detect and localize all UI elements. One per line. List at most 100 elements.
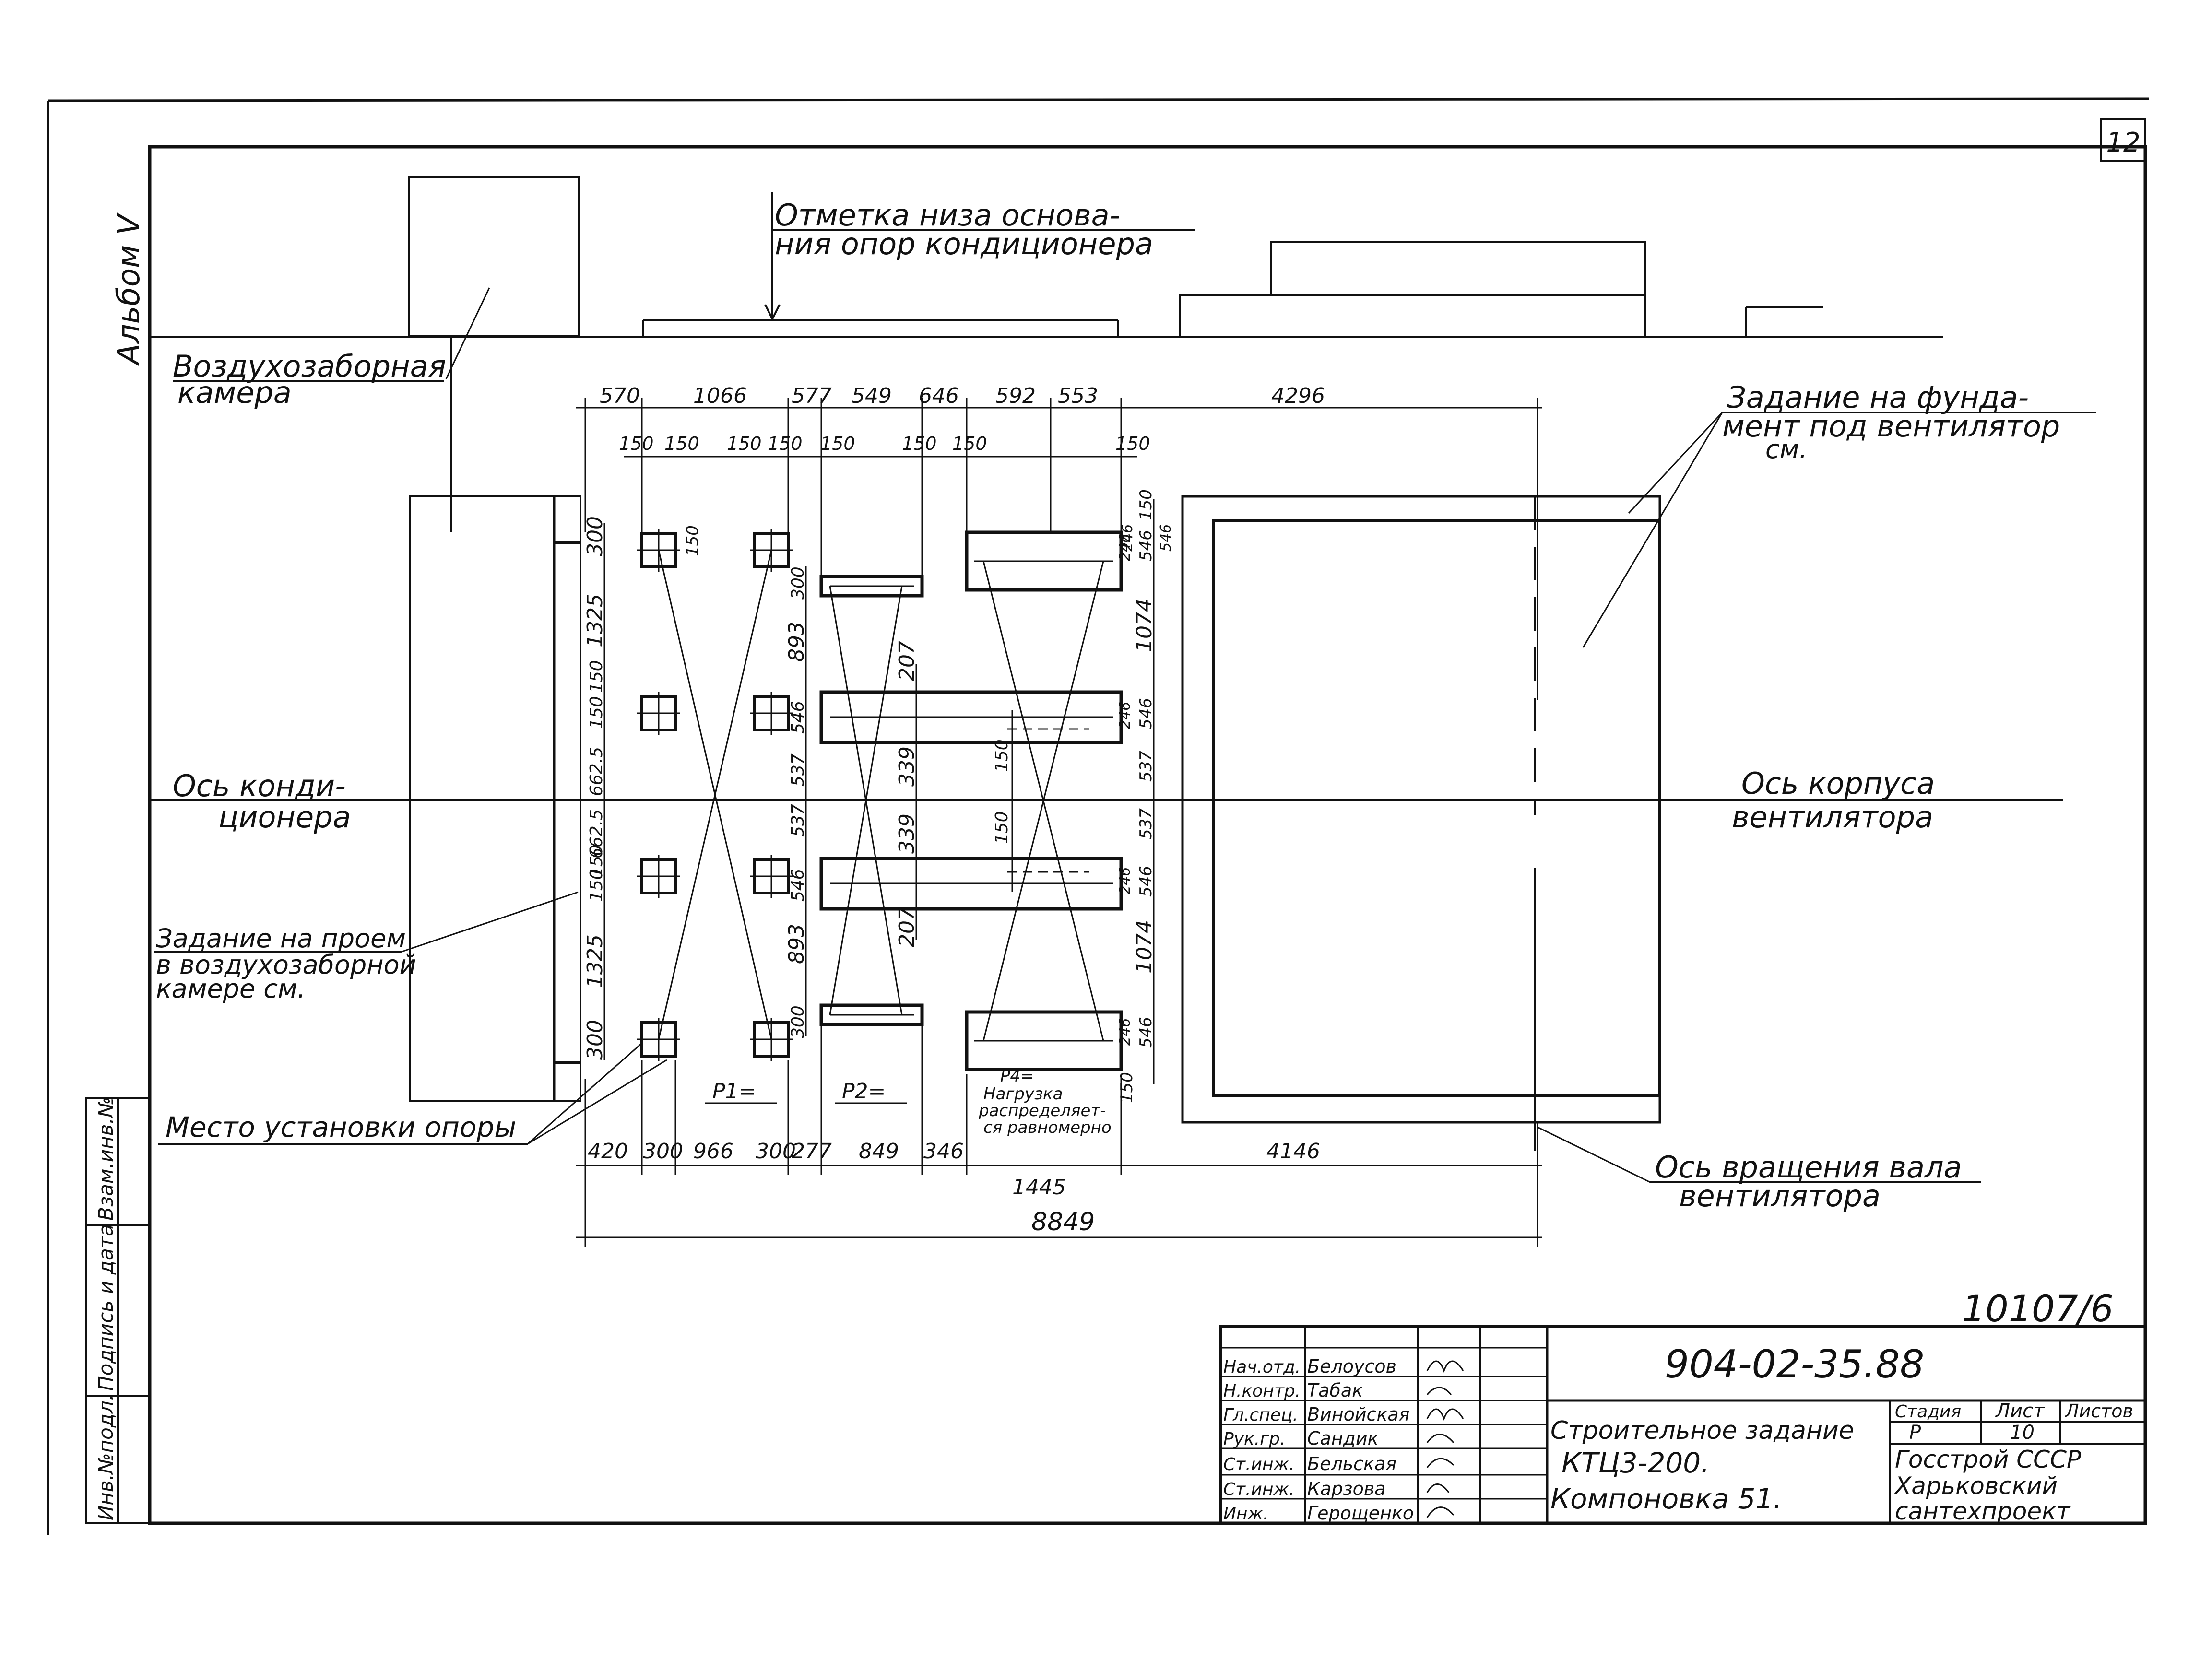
dim-beam-150: 150: [992, 811, 1012, 844]
page-number: 12: [2106, 127, 2140, 158]
tb-role: Ст.инж.: [1223, 1455, 1294, 1474]
tb-role: Ст.инж.: [1223, 1480, 1294, 1499]
dim-sub-150: 150: [768, 433, 803, 454]
dim-top-646: 646: [919, 384, 959, 408]
dim-sub-150: 150: [1115, 433, 1150, 454]
dim-left-150: 150: [587, 696, 606, 729]
label-trench: камере см.: [156, 974, 306, 1004]
callouts: Отметка низа основа- ния опор кондиционе…: [154, 192, 2096, 1213]
tb-role: Нач.отд.: [1223, 1357, 1301, 1377]
dim-overall-8849: 8849: [1031, 1208, 1095, 1236]
dim-bottom-300: 300: [756, 1139, 796, 1164]
sheet-no-value: 10: [2010, 1422, 2035, 1444]
dim-mid-537: 537: [788, 753, 808, 787]
doc-code: 904-02-35.88: [1665, 1342, 1924, 1387]
dim-right-1074: 1074: [1132, 599, 1157, 652]
dim-bottom-4146: 4146: [1266, 1139, 1320, 1164]
dim-mid-537: 537: [788, 804, 808, 837]
dim-sub-150: 150: [902, 433, 937, 454]
label-fan-body-axis: Ось корпуса: [1741, 766, 1935, 801]
tb-role: Гл.спец.: [1223, 1405, 1298, 1425]
support-pad: [750, 855, 793, 898]
tb-name: Герощенко: [1307, 1503, 1414, 1524]
doc-title-line: Компоновка 51.: [1550, 1483, 1782, 1515]
dim-mid-893: 893: [784, 924, 809, 964]
dim-mid-300: 300: [788, 1005, 808, 1038]
dim-top-549: 549: [852, 384, 892, 408]
sidebar-sign-date: Подпись и дата: [94, 1224, 118, 1391]
label-support-place: Место установки опоры: [166, 1111, 516, 1143]
label-air-intake: камера: [177, 375, 292, 410]
stage-value: Р: [1909, 1422, 1921, 1444]
dim-beam-150: 150: [992, 739, 1012, 772]
dim-right-150: 150: [1136, 489, 1156, 520]
dim-right-1074: 1074: [1132, 920, 1157, 974]
dim-top-1066: 1066: [693, 384, 747, 408]
dim-right-537: 537: [1136, 808, 1156, 839]
dim-left-150: 150: [587, 660, 606, 693]
load-p4-note: ся равномерно: [983, 1118, 1112, 1137]
dim-sub-150: 150: [820, 433, 855, 454]
label-bottom-mark: ния опор кондиционера: [775, 226, 1153, 261]
dim-mid-546: 546: [788, 701, 808, 734]
dim-right-246: 246: [1117, 1018, 1134, 1046]
title-block: 904-02-35.88 Нач.отд. Белоусов Н.контр. …: [1219, 1325, 2147, 1525]
dim-right-246: 246: [1119, 524, 1136, 552]
dim-bottom-420: 420: [588, 1139, 628, 1164]
dim-bottom-849: 849: [859, 1139, 899, 1164]
tb-name: Сандик: [1307, 1428, 1379, 1449]
org-line: Харьковский: [1893, 1472, 2058, 1500]
dim-mid-300: 300: [788, 566, 808, 600]
dim-right-546: 546: [1136, 1017, 1156, 1048]
dim-bottom-300: 300: [643, 1139, 683, 1164]
dimension-lines: [576, 398, 1542, 1247]
label-fan-body-axis: вентилятора: [1732, 800, 1933, 835]
axes: [150, 496, 2063, 815]
label-conditioner-axis: Ось конди-: [173, 768, 346, 803]
org-line: Госстрой СССР: [1895, 1446, 2082, 1473]
tb-name: Бельская: [1307, 1453, 1396, 1474]
load-p4-note: распределяет-: [978, 1101, 1106, 1120]
dim-beam-339: 339: [895, 813, 919, 854]
drawing-id: 10107/6: [1962, 1287, 2114, 1330]
tb-role: Н.контр.: [1223, 1381, 1301, 1401]
dim-bottom-346: 346: [923, 1139, 964, 1164]
dim-sub-150: 150: [664, 433, 699, 454]
dim-sub-150: 150: [727, 433, 762, 454]
label-fan-foundation: см.: [1765, 434, 1808, 464]
label-trench: в воздухозаборной: [156, 950, 416, 980]
dim-left-1325: 1325: [583, 934, 607, 988]
dim-left-662: 662.5: [587, 747, 606, 796]
dim-left-1325: 1325: [583, 594, 607, 647]
load-p4: P4=: [1000, 1067, 1034, 1086]
dim-beam-207: 207: [895, 907, 919, 947]
signatures: [1426, 1360, 1464, 1518]
support-pad: [637, 855, 680, 898]
dim-right-546: 546: [1158, 524, 1174, 552]
dim-right-546: 546: [1136, 698, 1156, 729]
dim-left-300: 300: [583, 1020, 607, 1060]
label-conditioner-axis: ционера: [218, 800, 351, 835]
doc-title-line: Строительное задание: [1550, 1416, 1854, 1445]
dim-right-246: 246: [1117, 867, 1134, 894]
sheet-head: Лист: [1995, 1400, 2045, 1422]
dim-bottom-966: 966: [693, 1139, 733, 1164]
label-fan-foundation: мент под вентилятор: [1722, 409, 2060, 444]
doc-title-line: КТЦ3-200.: [1561, 1447, 1710, 1479]
dim-top-570: 570: [600, 384, 640, 408]
stage-head: Стадия: [1895, 1402, 1961, 1422]
dim-top-577: 577: [792, 384, 832, 408]
dim-top-553: 553: [1058, 384, 1098, 408]
support-pad: [750, 692, 793, 735]
label-shaft-axis: Ось вращения вала: [1655, 1150, 1962, 1185]
dim-bottom-277: 277: [792, 1139, 832, 1164]
support-beams: [819, 530, 1123, 1071]
dim-mid-893: 893: [784, 622, 809, 662]
sidebar-stamp: Инв.№подл. Подпись и дата Взам.инв.№: [85, 1097, 151, 1524]
dim-beam-339: 339: [895, 746, 919, 787]
bracing-lines: [658, 550, 1104, 1041]
tb-role: Инж.: [1223, 1504, 1268, 1524]
tb-name: Карзова: [1307, 1478, 1386, 1499]
label-air-intake: Воздухозаборная: [173, 349, 446, 384]
